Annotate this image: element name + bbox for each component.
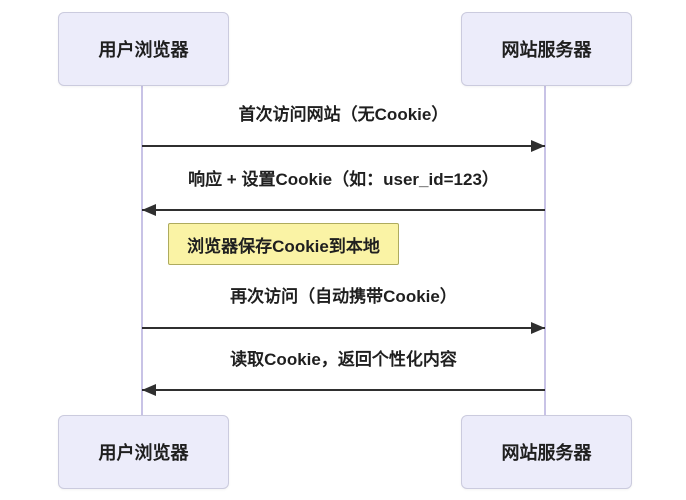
note-box-save-cookie: 浏览器保存Cookie到本地 xyxy=(168,223,399,265)
arrowhead-right-icon xyxy=(531,140,545,152)
message-label-first-visit: 首次访问网站（无Cookie） xyxy=(238,105,449,124)
message-arrow-revisit xyxy=(142,322,545,334)
lifeline-server xyxy=(544,84,546,415)
actor-box-server-top: 网站服务器 xyxy=(461,12,632,86)
message-label-set-cookie: 响应 + 设置Cookie（如：user_id=123） xyxy=(188,170,499,189)
message-label-read-cookie: 读取Cookie，返回个性化内容 xyxy=(230,350,457,369)
actor-label-server-top: 网站服务器 xyxy=(501,40,592,60)
actor-box-server-bottom: 网站服务器 xyxy=(461,415,632,489)
lifeline-browser xyxy=(141,84,143,415)
message-arrow-set-cookie xyxy=(142,204,545,216)
actor-label-browser-bottom: 用户浏览器 xyxy=(98,443,189,463)
arrowhead-left-icon xyxy=(142,384,156,396)
actor-box-browser-top: 用户浏览器 xyxy=(58,12,229,86)
arrowhead-left-icon xyxy=(142,204,156,216)
actor-label-browser-top: 用户浏览器 xyxy=(98,40,189,60)
message-label-revisit: 再次访问（自动携带Cookie） xyxy=(230,287,457,306)
message-arrow-first-visit xyxy=(142,140,545,152)
actor-label-server-bottom: 网站服务器 xyxy=(501,443,592,463)
arrowhead-right-icon xyxy=(531,322,545,334)
note-label-save-cookie: 浏览器保存Cookie到本地 xyxy=(187,236,380,256)
actor-box-browser-bottom: 用户浏览器 xyxy=(58,415,229,489)
message-arrow-read-cookie xyxy=(142,384,545,396)
